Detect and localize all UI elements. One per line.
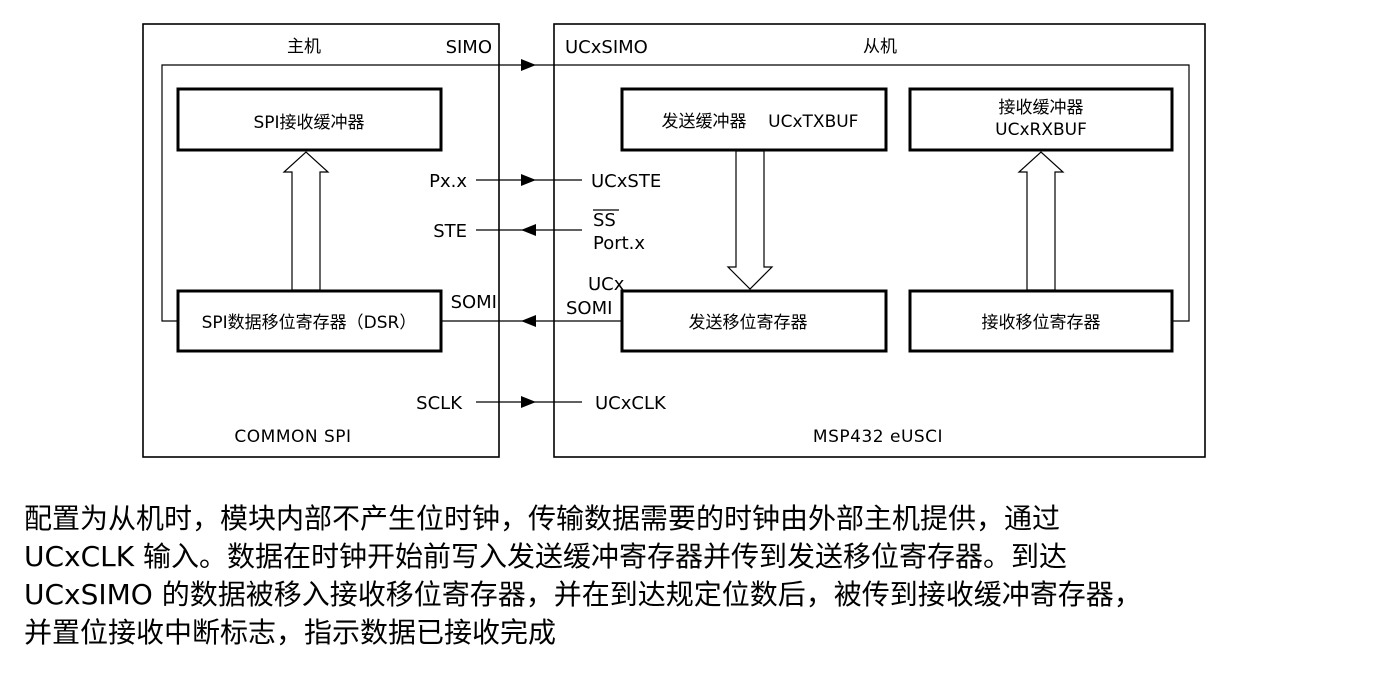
somi-arrowhead	[521, 315, 536, 327]
pin-simo-label: SIMO	[446, 37, 492, 58]
pin-ucxsimo-label: UCxSIMO	[565, 37, 648, 58]
pin-ste-label: STE	[433, 221, 467, 242]
sclk-arrowhead	[521, 396, 536, 408]
master-footer: COMMON SPI	[234, 427, 351, 447]
slave-rx-shift-label: 接收移位寄存器	[982, 313, 1101, 333]
slave-rx-transfer-arrow	[1017, 151, 1065, 291]
master-rx-buffer-label: SPI接收缓冲器	[253, 113, 364, 133]
slave-tx-shift-box	[620, 289, 888, 353]
slave-rx-shift-box	[908, 289, 1174, 353]
slave-block	[553, 23, 1206, 458]
slave-tx-buffer-box	[620, 87, 888, 152]
slave-tx-buffer-label: 发送缓冲器 UCxTXBUF	[662, 112, 859, 132]
simo-arrowhead	[521, 59, 536, 71]
description-text: 配置为从机时，模块内部不产生位时钟，传输数据需要的时钟由外部主机提供，通过 UC…	[24, 500, 1374, 652]
slave-tx-shift-label: 发送移位寄存器	[689, 313, 808, 333]
spi-slave-diagram: 主机 COMMON SPI 从机 MSP432 eUSCI SPI接收缓冲器 S…	[142, 23, 1206, 458]
pin-ucxclk-label: UCxCLK	[595, 393, 667, 414]
slave-rx-buffer-box	[908, 87, 1174, 152]
pin-ucxste-label: UCxSTE	[591, 171, 661, 192]
pxx-arrowhead	[521, 174, 536, 186]
slave-title: 从机	[863, 37, 897, 57]
slave-footer: MSP432 eUSCI	[813, 427, 943, 447]
caption-line-3: UCxSIMO 的数据被移入接收移位寄存器，并在到达规定位数后，被传到接收缓冲寄…	[24, 578, 1142, 611]
pin-somi-label: SOMI	[451, 292, 497, 313]
master-title: 主机	[287, 37, 321, 57]
master-rx-buffer-box	[176, 87, 443, 152]
master-block	[142, 23, 500, 458]
slave-rx-buffer-label-2: UCxRXBUF	[995, 120, 1087, 140]
master-transfer-arrow	[282, 151, 330, 291]
pin-ss-label: SS	[593, 210, 616, 231]
simo-line	[161, 64, 1190, 322]
slave-tx-transfer-arrow	[726, 150, 774, 290]
slave-rx-buffer-label-1: 接收缓冲器	[999, 98, 1084, 118]
pin-ucx-somi-label-1: UCx	[588, 274, 625, 295]
ste-arrowhead	[521, 224, 536, 236]
caption-line-2: UCxCLK 输入。数据在时钟开始前写入发送缓冲寄存器并传到发送移位寄存器。到达	[24, 540, 1068, 573]
pin-port-label: Port.x	[593, 233, 645, 254]
master-shift-register-label: SPI数据移位寄存器（DSR）	[202, 313, 417, 333]
pin-pxx-label: Px.x	[429, 171, 467, 192]
caption-line-1: 配置为从机时，模块内部不产生位时钟，传输数据需要的时钟由外部主机提供，通过	[24, 502, 1061, 535]
caption-line-4: 并置位接收中断标志，指示数据已接收完成	[24, 616, 557, 649]
master-shift-register-box	[176, 289, 443, 353]
pin-ucx-somi-label-2: SOMI	[566, 298, 612, 319]
pin-sclk-label: SCLK	[416, 393, 463, 414]
